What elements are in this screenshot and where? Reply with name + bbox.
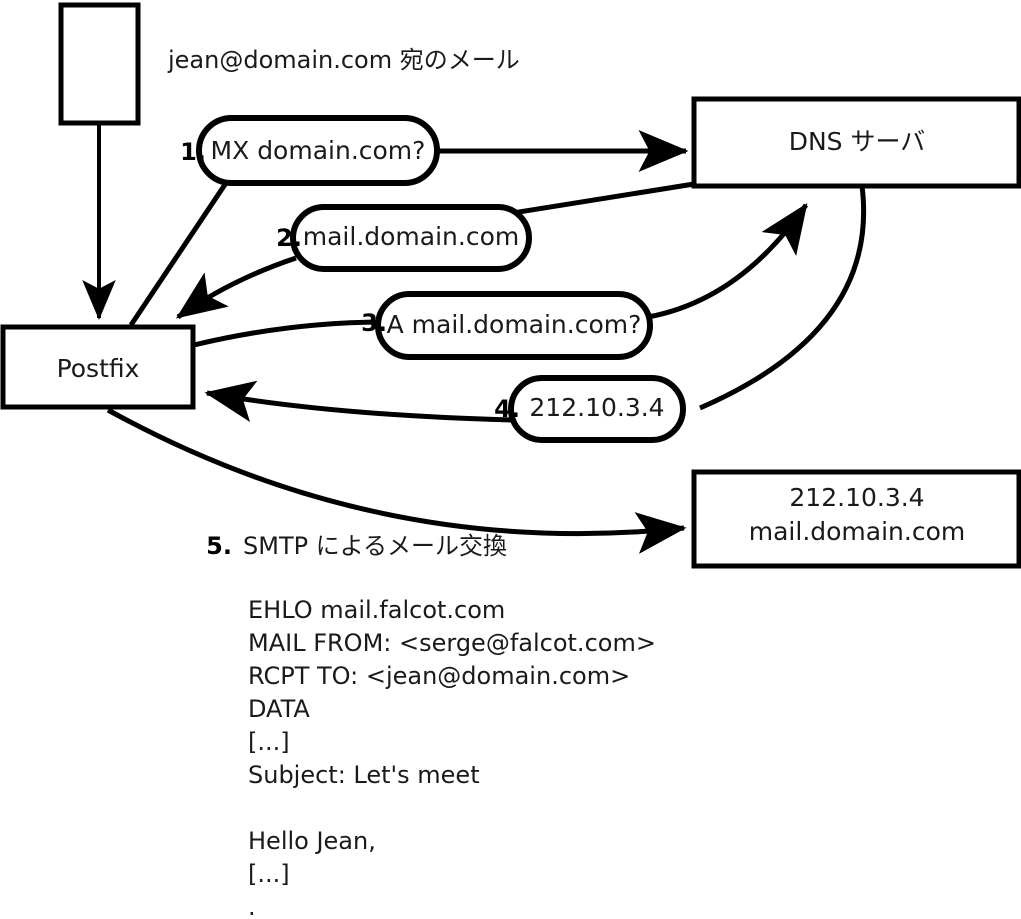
edge-step3-postfix-to-query [193,319,387,348]
step-4-pill [508,375,686,443]
step-4-pill-label: 212.10.3.4 [529,393,664,422]
step-5-number: 5. [206,532,232,560]
smtp-transcript-line: RCPT TO: <jean@domain.com> [248,662,630,690]
step-1-pill [196,115,440,186]
step-3-pill-label: A mail.domain.com? [387,310,642,339]
edge-step4-dns-to-answer [699,185,867,411]
mail-server-box [691,469,1021,569]
dns-server-box-label: DNS サーバ [789,127,926,156]
edge-step2-answer-to-postfix [175,255,297,320]
step-5-label: SMTP によるメール交換 [243,532,507,560]
dns-server-box [691,96,1021,189]
smtp-transcript-line: DATA [248,695,310,723]
smtp-transcript-line: Hello Jean, [248,827,376,855]
edge-step2-dns-to-answer [493,181,695,219]
step-3-number: 3. [361,309,387,337]
edge-step3-query-to-dns [647,202,809,320]
edge-step4-answer-to-postfix [204,380,514,423]
smtp-transcript-line: EHLO mail.falcot.com [248,596,505,624]
sender-box [58,2,141,126]
incoming-mail-caption: jean@domain.com 宛のメール [167,46,520,74]
step-2-number: 2. [276,224,302,252]
step-2-pill-label: mail.domain.com [303,222,519,251]
mail-server-box-label-ip: 212.10.3.4 [789,483,924,512]
step-3-pill [375,291,653,360]
smtp-transcript-line: [...] [248,860,290,888]
edge-step5-smtp-exchange [106,407,687,554]
mail-server-box-label-host: mail.domain.com [749,517,965,546]
smtp-transcript: EHLO mail.falcot.com MAIL FROM: <serge@f… [248,596,656,919]
smtp-transcript-line: Subject: Let's meet [248,761,480,789]
edge-step1-postfix-to-query [128,178,231,327]
step-1-pill-label: MX domain.com? [211,136,426,165]
step-1-number: 1. [180,138,206,166]
smtp-transcript-line: [...] [248,728,290,756]
postfix-box-label: Postfix [57,354,140,383]
step-4-number: 4. [494,395,520,423]
smtp-transcript-line: MAIL FROM: <serge@falcot.com> [248,629,656,657]
smtp-transcript-line: . [248,893,256,919]
step-2-pill [290,204,532,272]
postfix-box [0,324,196,410]
